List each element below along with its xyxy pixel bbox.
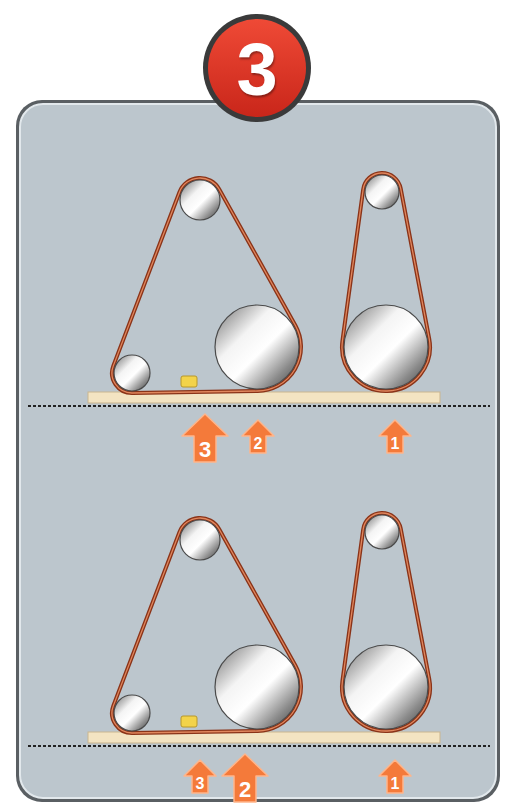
badge-number: 3	[236, 33, 277, 107]
callout-number: 1	[391, 436, 400, 452]
belt	[112, 178, 301, 393]
pulley	[344, 305, 428, 389]
callout-number: 3	[196, 776, 205, 792]
arrow	[242, 420, 274, 453]
sensor-block	[181, 716, 197, 727]
belt-highlight	[112, 178, 301, 393]
pulley	[180, 520, 220, 560]
belt-highlight	[112, 518, 301, 733]
pulley	[365, 515, 399, 549]
pulley	[114, 355, 150, 391]
pulley	[215, 305, 299, 389]
arrow	[222, 754, 268, 802]
badge	[208, 19, 306, 117]
pulley	[365, 175, 399, 209]
callout-number: 2	[254, 436, 263, 452]
belt	[342, 173, 430, 391]
sensor-block	[181, 376, 197, 387]
arrow	[379, 420, 411, 453]
pulley	[215, 645, 299, 729]
callout-number: 3	[199, 439, 211, 461]
panel	[20, 104, 496, 798]
pulley	[180, 180, 220, 220]
belt	[112, 518, 301, 733]
belt-highlight	[342, 173, 430, 391]
belt	[342, 513, 430, 731]
callout-number: 1	[391, 776, 400, 792]
ground-line	[28, 745, 490, 747]
ground-line	[28, 405, 490, 407]
badge-ring	[203, 14, 311, 122]
belt-highlight	[342, 513, 430, 731]
pulley	[114, 695, 150, 731]
arrow	[182, 414, 228, 462]
panel-border	[16, 100, 500, 802]
arrow	[379, 760, 411, 793]
callout-number: 2	[239, 779, 251, 801]
arrow	[184, 760, 216, 793]
pulley	[344, 645, 428, 729]
